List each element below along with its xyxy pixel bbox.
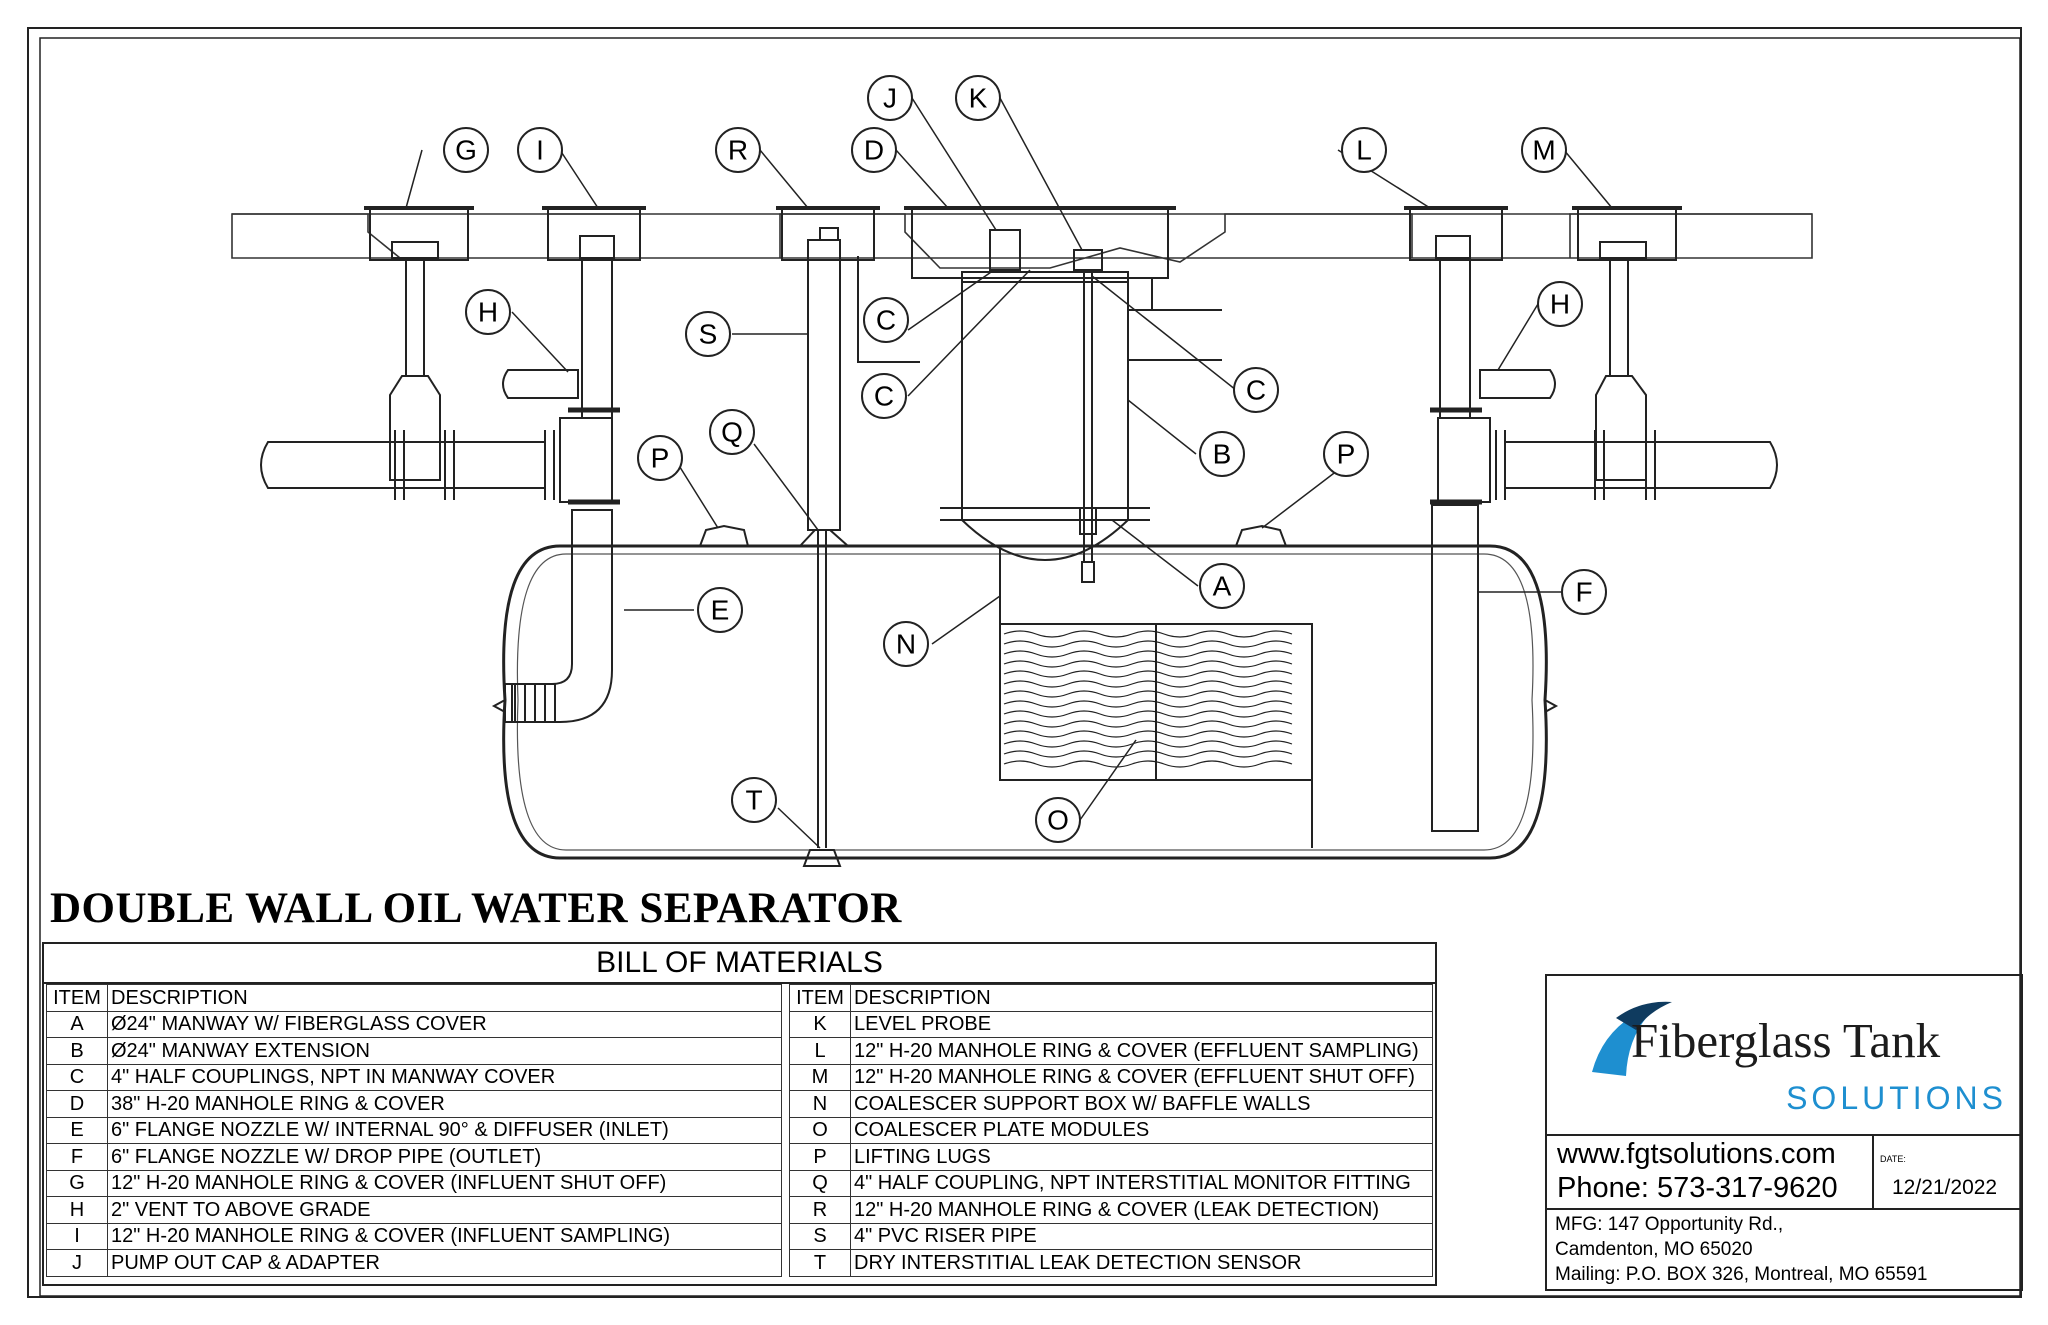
title-block: Fiberglass Tank SOLUTIONS www.fgtsolutio… [1545, 974, 2023, 1291]
logo-subtitle: SOLUTIONS [1786, 1080, 2007, 1116]
callout-h: H [478, 297, 498, 328]
logo-wordmark: Fiberglass Tank [1631, 1013, 1941, 1068]
callout-q: Q [721, 417, 743, 448]
callout-p: P [651, 443, 670, 474]
date-box: DATE: 12/21/2022 [1874, 1136, 2021, 1210]
company-logo: Fiberglass Tank SOLUTIONS [1547, 976, 2021, 1136]
address-line-2: Camdenton, MO 65020 [1555, 1239, 1753, 1260]
callout-p: P [1337, 439, 1356, 470]
callout-h: H [1550, 289, 1570, 320]
callout-j: J [883, 83, 897, 114]
date-label: DATE: [1880, 1154, 1906, 1164]
fgt-logo-icon [1592, 1001, 1672, 1076]
callout-a: A [1213, 571, 1232, 602]
contact-box: www.fgtsolutions.com Phone: 573-317-9620 [1547, 1136, 1874, 1210]
callout-g: G [455, 135, 477, 166]
callout-d: D [864, 135, 884, 166]
callout-l: L [1356, 135, 1372, 166]
callout-n: N [896, 629, 916, 660]
callout-o: O [1047, 805, 1069, 836]
callout-e: E [711, 595, 730, 626]
drawing-title: DOUBLE WALL OIL WATER SEPARATOR [50, 885, 902, 932]
website-link[interactable]: www.fgtsolutions.com [1557, 1138, 1836, 1170]
callout-f: F [1575, 577, 1592, 608]
callout-i: I [536, 135, 544, 166]
callout-r: R [728, 135, 748, 166]
phone-number: Phone: 573-317-9620 [1557, 1172, 1838, 1204]
callout-c: C [1246, 375, 1266, 406]
callout-t: T [745, 785, 762, 816]
callout-c: C [876, 305, 896, 336]
address-line-1: MFG: 147 Opportunity Rd., [1555, 1214, 1784, 1235]
bom-heading: BILL OF MATERIALS [44, 944, 1435, 984]
callout-k: K [969, 83, 988, 114]
callout-m: M [1532, 135, 1555, 166]
callout-b: B [1213, 439, 1232, 470]
address-line-3: Mailing: P.O. BOX 326, Montreal, MO 6559… [1555, 1264, 1928, 1285]
callout-s: S [699, 319, 718, 350]
date-value: 12/21/2022 [1892, 1176, 1998, 1199]
callout-c: C [874, 381, 894, 412]
